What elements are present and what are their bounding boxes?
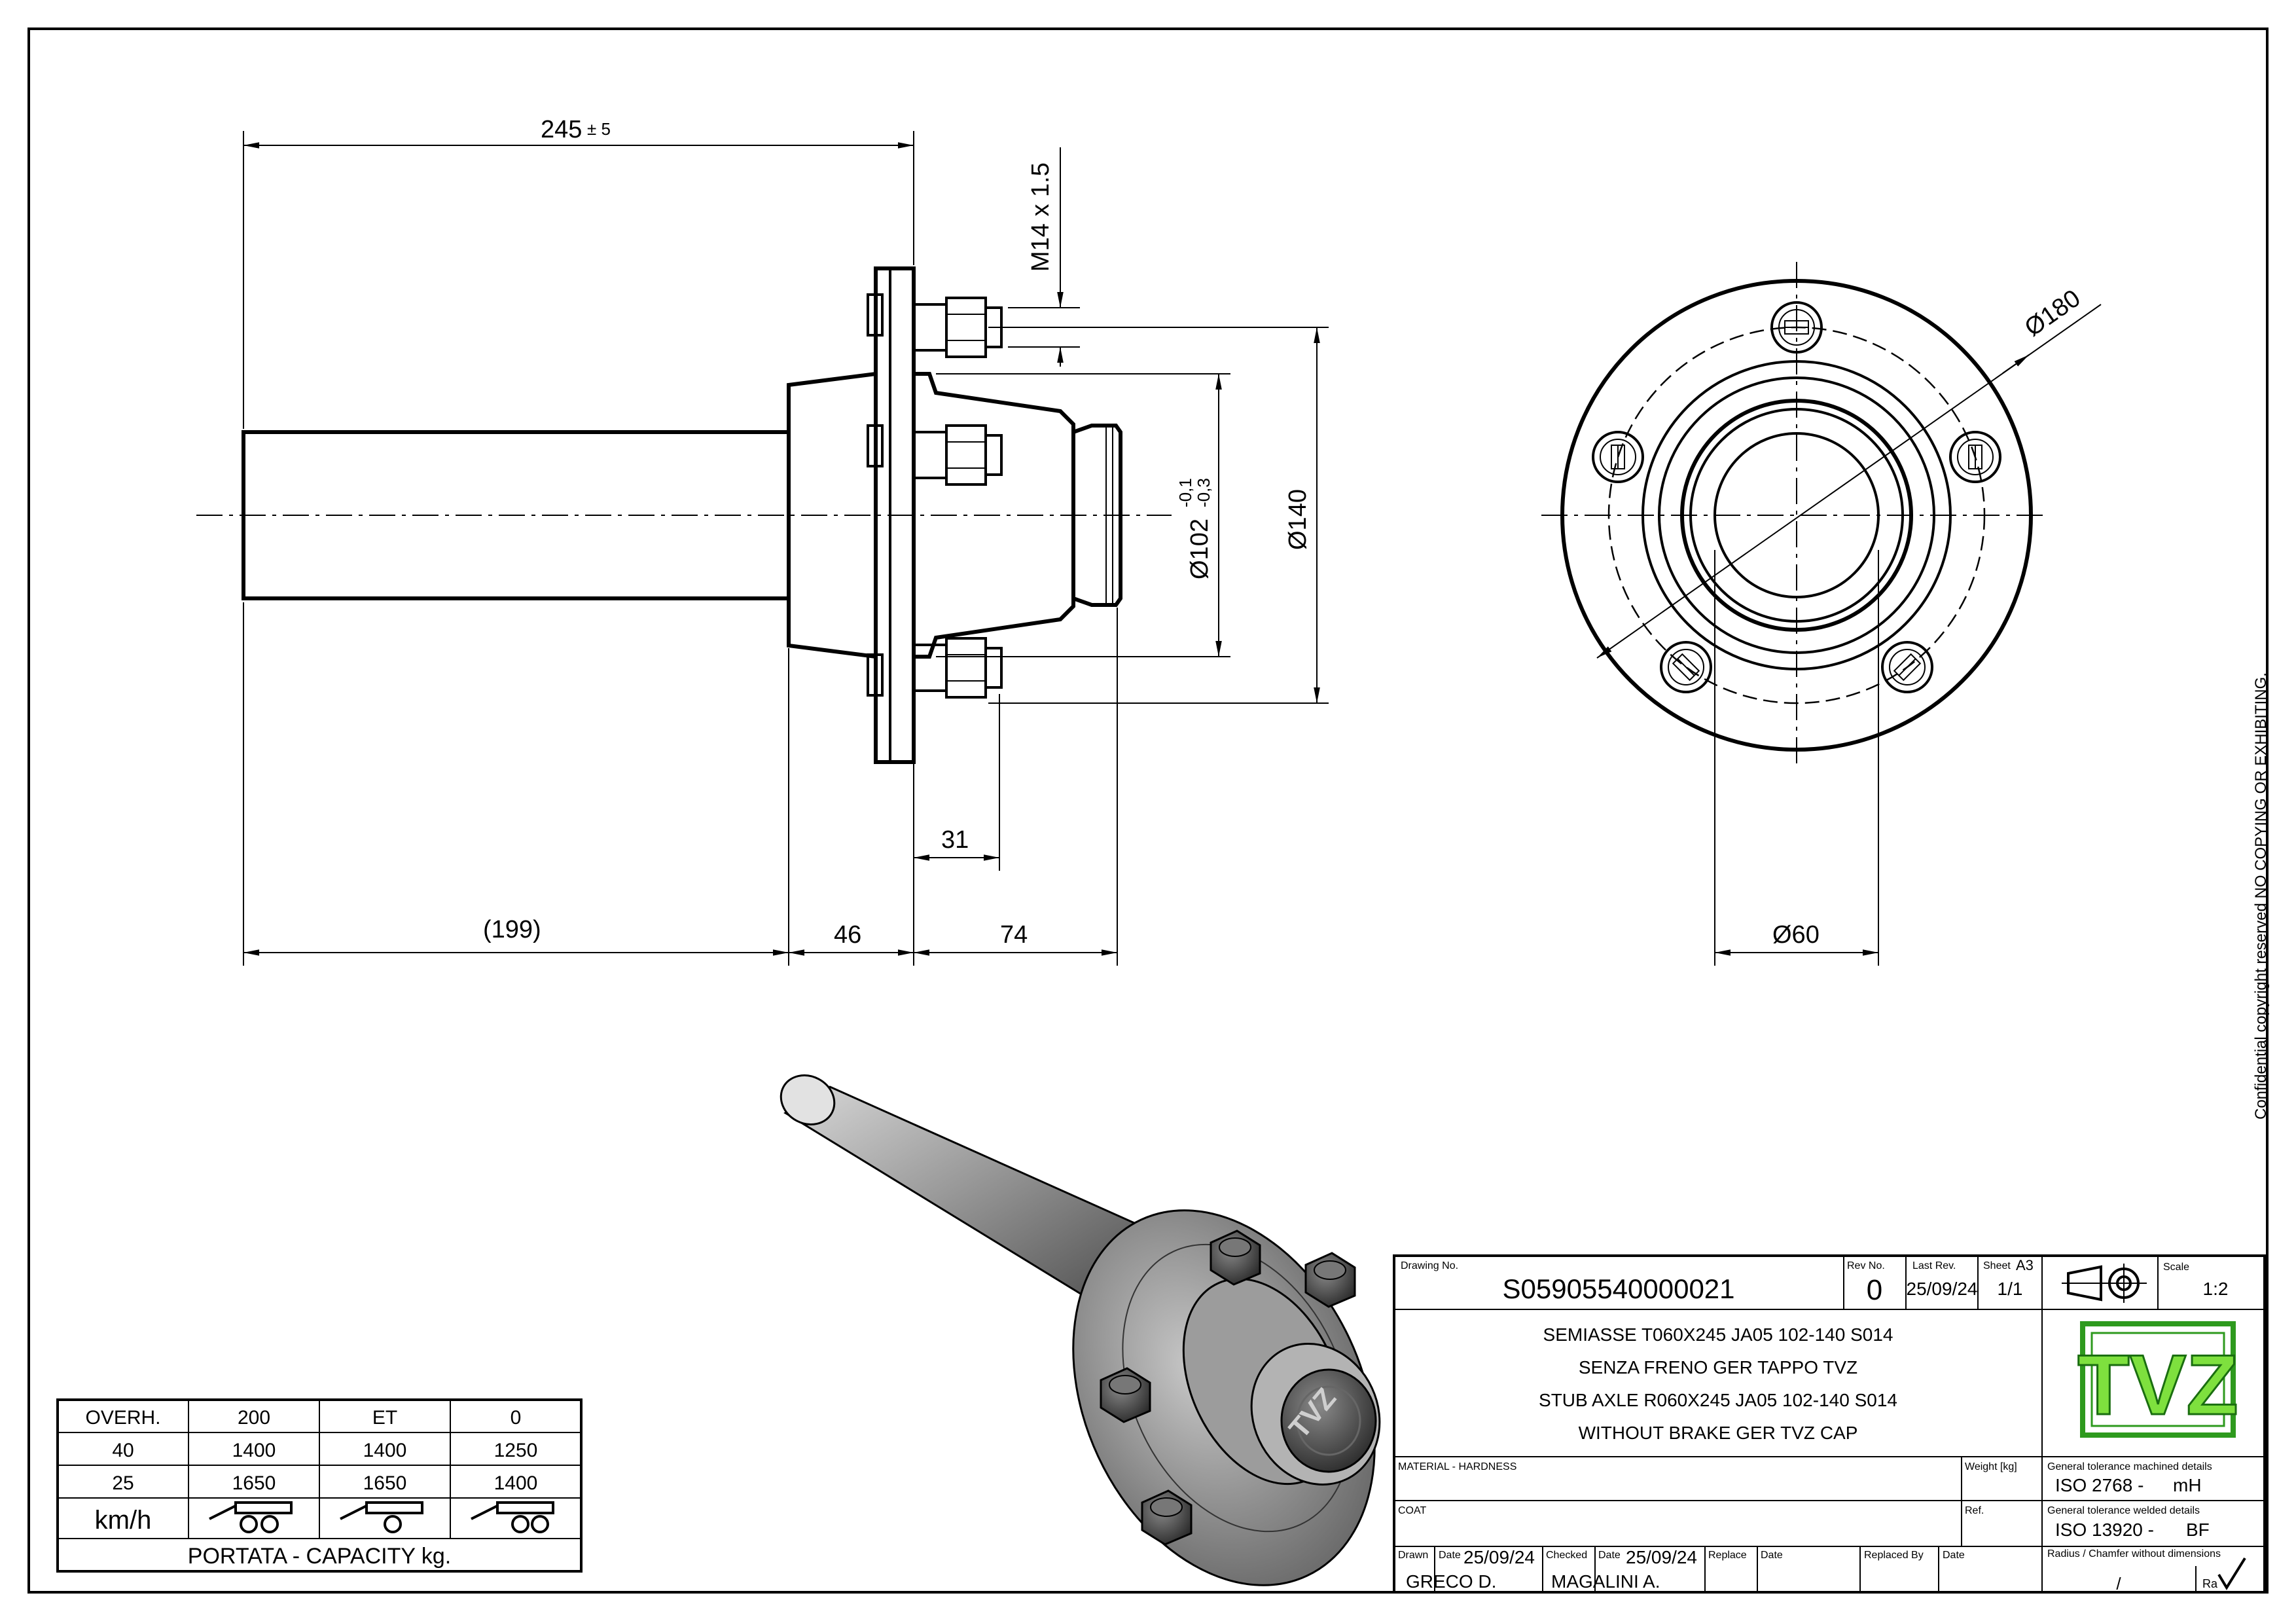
trailer-tandem-axle-icon [471,1501,554,1533]
dim-pcd-140: Ø140 [1284,489,1312,550]
label-scale: Scale [2163,1262,2189,1273]
sheet-border [27,27,2269,1594]
label-drawn: Drawn [1398,1550,1428,1561]
dim-len-31: 31 [941,826,969,854]
description-line-4: WITHOUT BRAKE GER TVZ CAP [1579,1423,1858,1443]
dim-len-199: (199) [483,916,541,943]
projection-symbol-icon [2062,1264,2147,1303]
tol-welded-class: BF [2186,1520,2210,1540]
iso-nut-2 [1304,1252,1356,1308]
label-drawing-no: Drawing No. [1401,1260,1458,1271]
label-tol-welded: General tolerance welded details [2047,1505,2200,1516]
iso-nut-1 [1210,1230,1261,1286]
front-bolt-4 [1660,641,1712,693]
cap-cell: 1400 [232,1440,276,1461]
label-tol-machined: General tolerance machined details [2047,1461,2212,1472]
drawn-date: 25/09/24 [1463,1547,1535,1567]
isometric-render: TVZ [780,1074,1381,1586]
drawn-by: GRECO D. [1406,1571,1496,1592]
front-bolt-5 [1592,431,1644,483]
trailer-single-axle-icon [340,1501,423,1533]
capacity-table: OVERH. 200 ET 0 40 1400 1400 1250 25 165… [56,1398,583,1573]
rev-no: 0 [1867,1274,1882,1306]
svg-text:TVZ: TVZ [2077,1337,2238,1432]
dim-len-46: 46 [834,921,861,949]
cap-cell: 1400 [363,1440,407,1461]
dim-len-74: 74 [1000,921,1028,949]
front-bolt-3 [1881,641,1933,693]
scale: 1:2 [2203,1279,2229,1299]
label-radius: Radius / Chamfer without dimensions [2047,1548,2221,1559]
dim-overall-length: 245 [541,116,582,143]
radius-value: / [2116,1574,2121,1594]
tol-welded: ISO 13920 - [2055,1520,2154,1540]
iso-nut-4 [1141,1489,1193,1546]
label-ra: Ra [2202,1577,2218,1590]
description-line-2: SENZA FRENO GER TAPPO TVZ [1579,1357,1857,1377]
cap-speed-label: km/h [95,1506,152,1535]
bolt-top [867,293,1003,358]
copyright-notice: Confidential copyright reserved NO COPYI… [2252,672,2270,1120]
sheet-no: 1/1 [1998,1279,2023,1299]
cap-header-overh: OVERH. [85,1407,160,1429]
label-drawn-date: Date [1439,1550,1461,1561]
cap-cell: 1650 [232,1472,276,1494]
trailer-overhang-icon [209,1501,293,1533]
dim-shaft-60: Ø60 [1772,921,1820,949]
sheet-size: A3 [2016,1257,2034,1273]
label-checked: Checked [1546,1550,1587,1561]
label-replace-date: Date [1761,1550,1783,1561]
last-rev: 25/09/24 [1907,1279,1978,1299]
description-line-3: STUB AXLE R060X245 JA05 102-140 S014 [1539,1390,1897,1410]
label-coat: COAT [1398,1505,1426,1516]
cap-cell: 1400 [494,1472,538,1494]
cap-cell: 1650 [363,1472,407,1494]
dim-hub-102-tol-lower: -0,3 [1194,478,1213,507]
bolt-bottom [867,637,1003,699]
tol-machined: ISO 2768 - [2055,1475,2144,1495]
iso-nut-3 [1100,1367,1151,1423]
tol-machined-class: mH [2173,1475,2202,1495]
cap-cell: 40 [112,1440,134,1461]
description-line-1: SEMIASSE T060X245 JA05 102-140 S014 [1543,1324,1893,1345]
label-material: MATERIAL - HARDNESS [1398,1461,1516,1472]
dim-hub-102: Ø102 [1186,519,1213,579]
checked-date: 25/09/24 [1626,1547,1697,1567]
dim-thread: M14 x 1.5 [1027,162,1054,272]
cap-footer: PORTATA - CAPACITY kg. [188,1544,451,1569]
front-bolt-1 [1770,301,1823,354]
cap-header-et: ET [372,1407,397,1429]
tvz-logo: TVZ [2077,1321,2239,1438]
label-rev-no: Rev No. [1847,1260,1885,1271]
checked-by: MAGALINI A. [1551,1571,1660,1592]
front-view: Ø180 Ø60 [1541,262,2102,966]
ra-check-icon [2217,1557,2246,1590]
cap-header-0: 0 [511,1407,522,1429]
drawing-no: S05905540000021 [1502,1273,1734,1304]
dim-hub-102-tol-upper: -0,1 [1175,478,1195,507]
dim-flange-180: Ø180 [2020,285,2085,342]
cap-cell: 25 [112,1472,134,1494]
label-replace: Replace [1708,1550,1747,1561]
label-sheet: Sheet [1983,1260,2011,1271]
label-last-rev: Last Rev. [1912,1260,1956,1271]
label-checked-date: Date [1598,1550,1621,1561]
title-block: Drawing No. S05905540000021 Rev No. 0 La… [1393,1254,2266,1594]
label-ref: Ref. [1965,1505,1984,1516]
side-view: 245 ± 5 M14 x 1.5 Ø140 Ø102 -0,1 -0,3 31… [196,116,1329,966]
front-bolt-2 [1949,431,2001,483]
cap-cell: 1250 [494,1440,538,1461]
label-replaced-by: Replaced By [1864,1550,1924,1561]
cap-header-200: 200 [238,1407,270,1429]
label-replaced-date: Date [1943,1550,1965,1561]
dim-overall-tolerance: ± 5 [587,119,611,139]
bolt-middle [867,424,1003,486]
label-weight: Weight [kg] [1965,1461,2017,1472]
